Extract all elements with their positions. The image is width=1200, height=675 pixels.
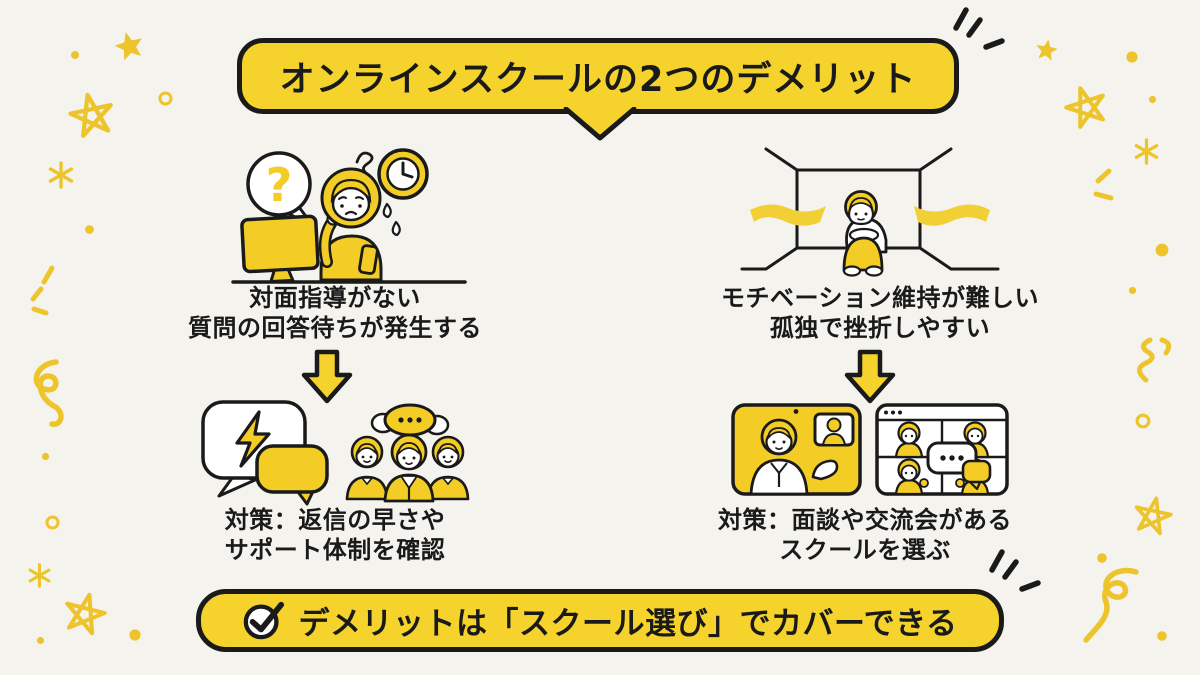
star-icon (57, 587, 112, 642)
ring-icon (45, 515, 60, 530)
conclusion-banner: デメリットは「スクール選び」でカバーできる (196, 589, 1004, 652)
sweat-drop (382, 202, 392, 219)
dot-icon (129, 629, 141, 641)
left-problem-text: 対面指導がない 質問の回答待ちが発生する (130, 283, 540, 343)
star-icon (64, 88, 121, 145)
group-call-screen (875, 403, 1009, 496)
dot-icon (1157, 631, 1167, 641)
dot-icon (1126, 51, 1138, 63)
dot-icon (1148, 95, 1157, 104)
online-meeting-illustration (731, 403, 1009, 496)
right-problem-line2: 孤独で挫折しやすい (769, 314, 991, 342)
zigzag-icon (1137, 337, 1172, 383)
right-solution-line1: 対策：面談や交流会がある (718, 506, 1012, 534)
ring-icon (1135, 413, 1151, 429)
conclusion-text: デメリットは「スクール選び」でカバーできる (298, 606, 958, 642)
sweat-drop (391, 220, 401, 237)
sparkle-icon (28, 563, 51, 588)
check-circle-icon (244, 601, 285, 639)
support-person (426, 435, 470, 501)
squiggle-icon (33, 359, 64, 427)
title-banner-tail (563, 107, 637, 141)
ribbon (750, 204, 826, 226)
question-mark: ? (266, 158, 293, 212)
right-solution-line2: スクールを選ぶ (779, 536, 951, 564)
ribbon (914, 204, 990, 226)
dashes-icon (1093, 168, 1114, 201)
left-solution-text: 対策：返信の早さや サポート体制を確認 (140, 505, 530, 565)
lightning-chat-icon (201, 400, 329, 506)
left-solution-line2: サポート体制を確認 (224, 536, 446, 564)
computer-monitor (240, 214, 320, 283)
star-icon (1034, 37, 1059, 62)
left-problem-line1: 対面指導がない (249, 284, 421, 312)
lonely-person-illustration (740, 147, 1000, 277)
support-team-illustration (201, 400, 470, 506)
title-text: オンラインスクールの2つのデメリット (279, 59, 917, 100)
squiggle-icon (1083, 567, 1139, 643)
phone-icon (358, 244, 379, 275)
dashes-icon (30, 265, 55, 316)
dot-icon (36, 636, 45, 645)
question-bubble-icon: ? (246, 151, 315, 228)
dot-icon (1155, 243, 1169, 257)
left-problem-line2: 質問の回答待ちが発生する (188, 314, 482, 342)
ring-icon (158, 91, 173, 106)
team-chat-bubbles (370, 403, 450, 437)
dot-icon (85, 225, 94, 234)
title-banner: オンラインスクールの2つのデメリット (237, 38, 959, 114)
sparkle-icon (1134, 138, 1159, 165)
right-problem-text: モチベーション維持が難しい 孤独で挫折しやすい (680, 283, 1080, 343)
worried-woman-illustration: ? (231, 148, 467, 284)
dot-icon (41, 452, 50, 461)
support-person (345, 435, 389, 501)
clock-icon (377, 148, 429, 200)
down-arrow-icon (844, 349, 896, 404)
confusion-squiggle (355, 151, 374, 174)
star-icon (112, 28, 147, 62)
emphasis-marks-icon (953, 7, 1005, 50)
sparkle-icon (48, 161, 74, 189)
down-arrow-icon (301, 349, 353, 404)
right-solution-text: 対策：面談や交流会がある スクールを選ぶ (680, 505, 1050, 565)
lonely-person (842, 190, 888, 277)
dot-icon (1097, 553, 1107, 563)
left-solution-line1: 対策：返信の早さや (224, 506, 446, 534)
emphasis-marks-icon (989, 549, 1041, 592)
counseling-screen (731, 403, 862, 496)
right-problem-line1: モチベーション維持が難しい (720, 284, 1040, 312)
dot-icon (1128, 286, 1137, 295)
star-icon (1130, 492, 1176, 537)
dot-icon (71, 51, 79, 59)
star-icon (1058, 79, 1115, 136)
support-person (383, 433, 435, 503)
